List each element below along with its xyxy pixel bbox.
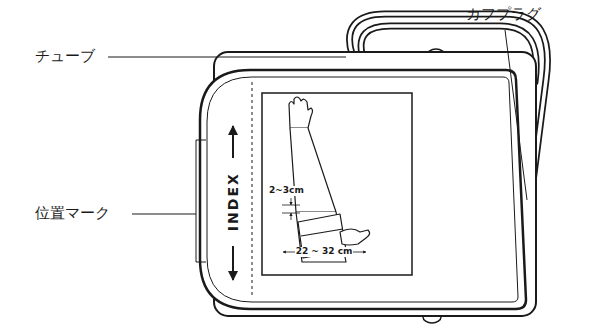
index-mark: INDEX — [225, 171, 240, 234]
part-label: 位置マーク — [35, 205, 110, 222]
cuff-seam — [207, 77, 518, 302]
dimension-lines — [282, 198, 366, 252]
dimension-label: 2~3cm — [268, 186, 305, 196]
part-label: チューブ — [35, 48, 95, 65]
index-arrow — [232, 246, 234, 280]
arm-figure — [289, 97, 370, 262]
leader-lines — [108, 30, 527, 262]
part-label: カフプラグ — [466, 6, 541, 23]
index-arrow — [232, 126, 234, 158]
cuff-front — [200, 70, 526, 309]
instruction-panel — [262, 93, 412, 275]
dimension-label: 22 ~ 32 cm — [295, 247, 354, 257]
index-fold-line — [252, 82, 253, 298]
